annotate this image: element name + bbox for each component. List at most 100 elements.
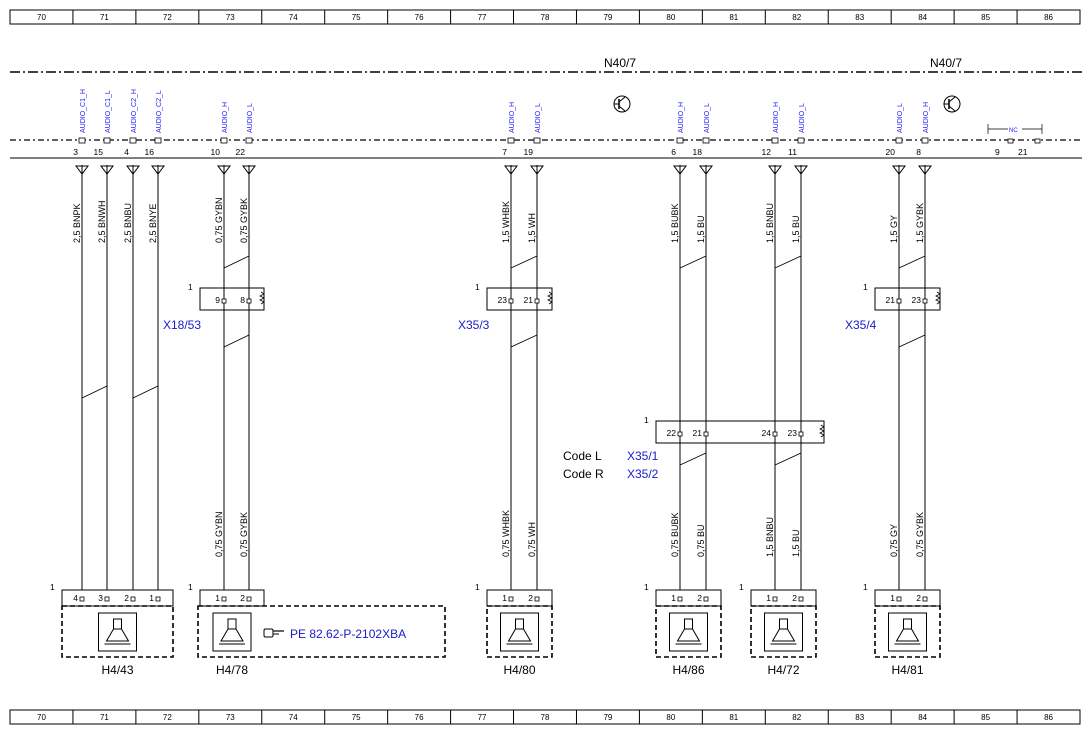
pin-socket xyxy=(676,137,684,144)
code-label-r: Code R xyxy=(563,467,604,481)
connector-pin-number: 22 xyxy=(667,428,677,438)
pin-socket xyxy=(508,596,514,602)
wire-label: 0,75 WH xyxy=(527,522,537,557)
speaker-icon xyxy=(764,612,803,652)
break-icon xyxy=(259,291,265,305)
grid-cell-number: 80 xyxy=(666,713,675,722)
reference-text[interactable]: PE 82.62-P-2102XBA xyxy=(290,627,406,641)
connector-pin-number: 21 xyxy=(693,428,703,438)
connector-pin-number: 21 xyxy=(524,295,534,305)
speaker-pin-number: 4 xyxy=(73,593,78,603)
pin-socket xyxy=(78,137,86,144)
break-icon xyxy=(935,291,941,305)
pin-number: 8 xyxy=(916,147,921,157)
grid-cell-number: 78 xyxy=(541,713,550,722)
pointing-hand-icon xyxy=(263,628,284,638)
pin-socket xyxy=(220,137,228,144)
wire-end-triangle xyxy=(673,165,687,175)
wire-end-triangle xyxy=(217,165,231,175)
pin-socket xyxy=(896,596,902,602)
speaker-icon-magnet xyxy=(684,618,693,630)
grid-cell-number: 72 xyxy=(163,713,172,722)
speaker-pin-number: 2 xyxy=(916,593,921,603)
wire-label: 0,75 GYBK xyxy=(239,512,249,557)
twisted-pair-marker xyxy=(510,334,538,348)
pin-number: 18 xyxy=(693,147,703,157)
twisted-pair-marker xyxy=(223,334,250,348)
pin-socket xyxy=(221,298,227,304)
wire-label: 0,75 BU xyxy=(696,524,706,557)
grid-cell-number: 85 xyxy=(981,713,990,722)
wire-label: 1,5 WH xyxy=(527,213,537,243)
pin-socket xyxy=(507,137,515,144)
grid-cell-number: 73 xyxy=(226,713,235,722)
grid-cell-number: 75 xyxy=(352,13,361,22)
grid-cell-number: 81 xyxy=(729,713,738,722)
wire-label: 2,5 BNYE xyxy=(148,203,158,243)
wire-label: 2,5 BNBU xyxy=(123,203,133,243)
speaker-pin-number: 1 xyxy=(671,593,676,603)
speaker-connector xyxy=(61,589,174,607)
twisted-pair-marker xyxy=(679,255,707,269)
code-label-l: Code L xyxy=(563,449,602,463)
speaker-icon xyxy=(98,612,137,652)
connector-pin-number: 23 xyxy=(498,295,508,305)
signal-label: AUDIO_C2_H xyxy=(131,89,138,133)
signal-label: AUDIO_H xyxy=(222,102,229,133)
speaker-connector xyxy=(874,589,941,607)
pin-socket xyxy=(103,137,111,144)
connector-pin-number: 8 xyxy=(240,295,245,305)
signal-label: AUDIO_C2_L xyxy=(156,90,163,133)
grid-cell-number: 72 xyxy=(163,13,172,22)
wire-end-triangle xyxy=(75,165,89,175)
wire-label: 1,5 GY xyxy=(889,215,899,243)
signal-label: AUDIO_C1_L xyxy=(105,90,112,133)
wire-end-triangle xyxy=(151,165,165,175)
pin-socket xyxy=(130,596,136,602)
pin-number: 16 xyxy=(145,147,155,157)
signal-label: AUDIO_H xyxy=(773,102,780,133)
signal-label: AUDIO_L xyxy=(704,103,711,133)
connector-index: 1 xyxy=(475,582,480,592)
speaker-pin-number: 3 xyxy=(98,593,103,603)
speaker-icon-magnet xyxy=(113,618,122,630)
transistor-icon xyxy=(613,95,631,113)
pin-number: 22 xyxy=(236,147,246,157)
pin-socket xyxy=(79,596,85,602)
grid-cell-number: 84 xyxy=(918,13,927,22)
pin-socket xyxy=(895,137,903,144)
speaker-label: H4/78 xyxy=(216,663,248,677)
signal-label: AUDIO_L xyxy=(247,103,254,133)
signal-label: AUDIO_H xyxy=(678,102,685,133)
speaker-pin-number: 1 xyxy=(215,593,220,603)
twisted-pair-marker xyxy=(774,255,802,269)
speaker-housing xyxy=(197,605,446,658)
grid-cell-number: 74 xyxy=(289,713,298,722)
pin-socket xyxy=(104,596,110,602)
pin-number: 20 xyxy=(886,147,896,157)
signal-label: AUDIO_L xyxy=(897,103,904,133)
pin-socket xyxy=(677,596,683,602)
pin-number: 12 xyxy=(762,147,772,157)
pin-socket xyxy=(922,298,928,304)
pin-socket xyxy=(508,298,514,304)
reference-link[interactable]: PE 82.62-P-2102XBA xyxy=(263,627,406,641)
signal-label: AUDIO_L xyxy=(799,103,806,133)
grid-cell-number: 84 xyxy=(918,713,927,722)
inline-connector-box xyxy=(874,287,941,311)
twisted-pair-marker xyxy=(898,334,926,348)
svg-text:NC: NC xyxy=(1009,128,1018,134)
speaker-connector xyxy=(199,589,265,607)
module-label: N40/7 xyxy=(930,56,962,70)
svg-text:9: 9 xyxy=(995,147,1000,157)
connector-index: 1 xyxy=(644,582,649,592)
pin-socket xyxy=(922,596,928,602)
speaker-label: H4/72 xyxy=(767,663,799,677)
